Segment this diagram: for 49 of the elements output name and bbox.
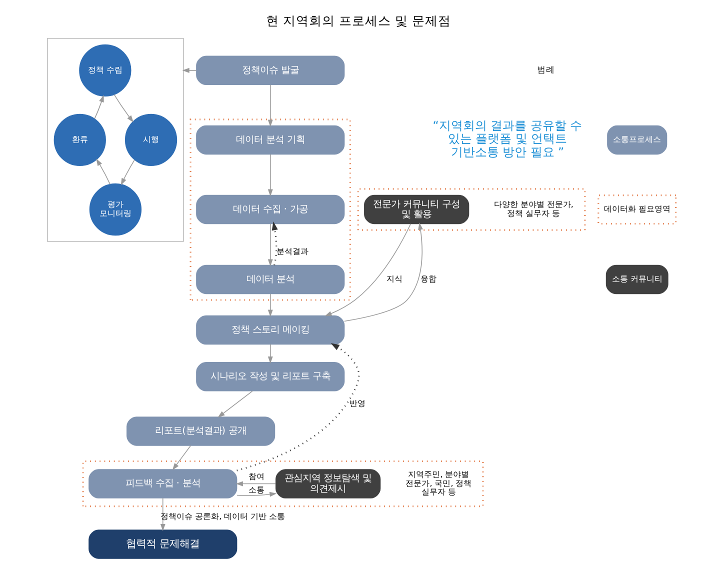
- node-box: 피드백 수집 · 분석: [88, 469, 237, 498]
- node-text: 다양한 분야별 전문가, 정책 실무자 등: [493, 200, 573, 218]
- node-box: 정책 스토리 메이킹: [196, 315, 344, 345]
- node-box: 전문가 커뮤니티 구성 및 활용: [364, 194, 469, 224]
- label: “지역회의 결과를 공유할 수 있는 플랫폼 및 언택트 기반소통 방안 필요 ”: [432, 118, 582, 160]
- node-box: 관심지역 정보탐색 및 의견제시: [275, 469, 380, 498]
- edge-label: 융합: [420, 274, 436, 284]
- edge-label: 지식: [386, 274, 402, 284]
- legend-label: 데이터화 필요영역: [603, 204, 670, 214]
- cluster: [46, 38, 184, 242]
- node-text: 지역주민, 분야별 전문가, 국민, 정책 실무자 등: [405, 470, 472, 496]
- arrow: [267, 84, 272, 127]
- arrow: [94, 94, 104, 120]
- cluster: [82, 460, 484, 508]
- node-box: 협력적 문제해결: [88, 530, 237, 559]
- legend-label: 소통프로세스: [612, 134, 661, 144]
- legend-label: 소통 커뮤니티: [611, 274, 662, 284]
- edge-label: 참여: [248, 472, 264, 482]
- arrow: [172, 445, 191, 470]
- arrow: [160, 498, 165, 532]
- arrow: [236, 343, 360, 472]
- arrow: [217, 390, 252, 418]
- node-box: 데이터 수집 · 가공: [196, 194, 344, 224]
- arrow: [235, 481, 276, 486]
- arrow: [236, 492, 276, 497]
- arrow: [271, 222, 278, 266]
- arrow: [267, 223, 272, 266]
- node-box: 데이터 분석 기획: [196, 125, 344, 155]
- node-box: 정책이슈 발굴: [196, 56, 344, 86]
- arrow: [113, 94, 134, 122]
- node-box: 시나리오 작성 및 리포트 구축: [196, 362, 344, 392]
- arrow: [343, 222, 422, 322]
- arrow: [120, 160, 134, 186]
- arrow: [96, 158, 110, 185]
- edge-label: 정책이슈 공론화, 데이터 기반 소통: [160, 512, 285, 521]
- edge-label: 소통: [248, 485, 264, 494]
- edge-label: 분석결과: [276, 247, 308, 256]
- label: 범례: [536, 66, 555, 76]
- node-box: 데이터 분석: [196, 264, 344, 294]
- arrow: [324, 224, 411, 316]
- node-circle: 평가 모니터링: [88, 183, 142, 236]
- arrow: [267, 344, 272, 364]
- arrow: [267, 294, 272, 317]
- node-circle: 정책 수립: [78, 44, 131, 96]
- node-box: 리포트(분석결과) 공개: [126, 416, 275, 446]
- edge-label: 반영: [348, 398, 365, 408]
- arrow: [182, 68, 196, 73]
- arrow: [267, 154, 272, 196]
- diagram-title: 현 지역회의 프로세스 및 문제점: [265, 12, 451, 28]
